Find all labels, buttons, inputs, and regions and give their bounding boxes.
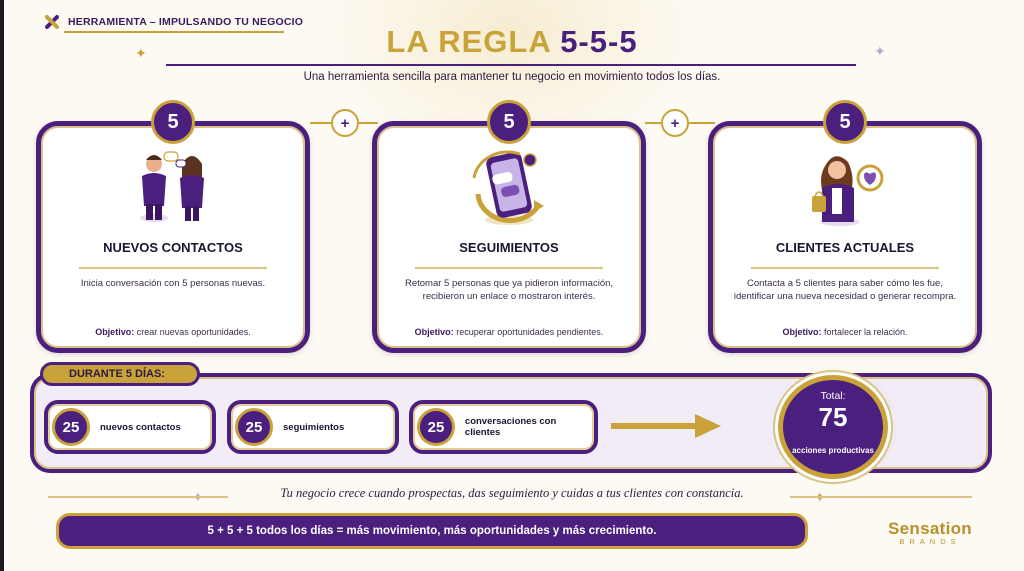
card-title: CLIENTES ACTUALES bbox=[775, 240, 915, 255]
summary-value: 25 bbox=[52, 408, 90, 446]
card-number-badge: 5 bbox=[151, 100, 195, 144]
card-objective: Objetivo: crear nuevas oportunidades. bbox=[53, 327, 293, 337]
title-part2: 5-5-5 bbox=[560, 24, 638, 59]
total-badge: Total: 75 acciones productivas bbox=[778, 375, 888, 479]
logo-line1: Sensation bbox=[888, 519, 972, 538]
card-divider bbox=[79, 267, 267, 269]
card-title: NUEVOS CONTACTOS bbox=[103, 240, 243, 255]
title-part1: LA REGLA bbox=[386, 24, 551, 59]
objective-text: recuperar oportunidades pendientes. bbox=[456, 327, 604, 337]
summary-label: seguimientos bbox=[283, 421, 345, 433]
summary-item-conversaciones: 25 conversaciones con clientes bbox=[409, 400, 598, 454]
card-title: SEGUIMIENTOS bbox=[459, 240, 559, 255]
summary-item-nuevos-contactos: 25 nuevos contactos bbox=[44, 400, 216, 454]
brand-label: HERRAMIENTA – IMPULSANDO TU NEGOCIO bbox=[68, 16, 304, 28]
brand-row: HERRAMIENTA – IMPULSANDO TU NEGOCIO bbox=[44, 14, 303, 30]
sparkle-icon: ✦ bbox=[874, 43, 886, 59]
card-description: Contacta a 5 clientes para saber cómo le… bbox=[733, 278, 957, 302]
happy-customer-illustration bbox=[812, 156, 884, 226]
total-sub: acciones productivas bbox=[792, 446, 874, 455]
objective-label: Objetivo: bbox=[414, 327, 454, 337]
title-divider bbox=[166, 64, 856, 66]
window-edge bbox=[0, 0, 4, 571]
card-clientes-actuales: 5 CLIENTES ACTUALES Contacta a 5 cliente… bbox=[708, 100, 982, 353]
card-objective: Objetivo: fortalecer la relación. bbox=[725, 327, 965, 337]
brand-underline bbox=[64, 31, 284, 33]
card-number-badge: 5 bbox=[823, 100, 867, 144]
tagline-line-right bbox=[790, 496, 972, 498]
summary-label: conversaciones con clientes bbox=[464, 416, 557, 438]
objective-label: Objetivo: bbox=[782, 327, 822, 337]
card-nuevos-contactos: 5 NUEVOS CONTACTOS Inicia conversación c… bbox=[36, 100, 310, 353]
phone-chat-illustration bbox=[472, 150, 544, 225]
summary-item-seguimientos: 25 seguimientos bbox=[227, 400, 399, 454]
card-divider bbox=[751, 267, 939, 269]
plus-connector: + bbox=[331, 109, 359, 137]
card-description: Retomar 5 personas que ya pidieron infor… bbox=[404, 278, 614, 302]
people-talking-illustration bbox=[140, 151, 204, 222]
card-description: Inicia conversación con 5 personas nueva… bbox=[80, 278, 266, 289]
summary-value: 25 bbox=[235, 408, 273, 446]
sparkle-icon: ✦ bbox=[135, 45, 147, 61]
card-objective: Objetivo: recuperar oportunidades pendie… bbox=[389, 327, 629, 337]
plus-connector: + bbox=[661, 109, 689, 137]
objective-text: crear nuevas oportunidades. bbox=[136, 327, 251, 337]
formula-banner: 5 + 5 + 5 todos los días = más movimient… bbox=[56, 513, 808, 549]
objective-label: Objetivo: bbox=[95, 327, 135, 337]
card-number-badge: 5 bbox=[487, 100, 531, 144]
page-subtitle: Una herramienta sencilla para mantener t… bbox=[303, 71, 721, 83]
tagline-line-left bbox=[48, 496, 228, 498]
card-seguimientos: 5 SEGUIMIENTOS Retomar 5 personas que ya… bbox=[372, 100, 646, 353]
total-label: Total: bbox=[820, 390, 846, 402]
summary-label: nuevos contactos bbox=[100, 421, 181, 433]
logo-line2: BRANDS bbox=[899, 537, 961, 546]
arrow-right-icon bbox=[611, 414, 721, 438]
brand-logo: Sensation BRANDS bbox=[880, 519, 980, 546]
card-divider bbox=[415, 267, 603, 269]
total-value: 75 bbox=[818, 402, 848, 432]
summary-value: 25 bbox=[417, 408, 455, 446]
tagline: Tu negocio crece cuando prospectas, das … bbox=[280, 486, 744, 500]
page-title: LA REGLA 5-5-5 bbox=[0, 24, 1024, 60]
objective-text: fortalecer la relación. bbox=[823, 327, 908, 337]
summary-tag: DURANTE 5 DÍAS: bbox=[40, 362, 200, 386]
